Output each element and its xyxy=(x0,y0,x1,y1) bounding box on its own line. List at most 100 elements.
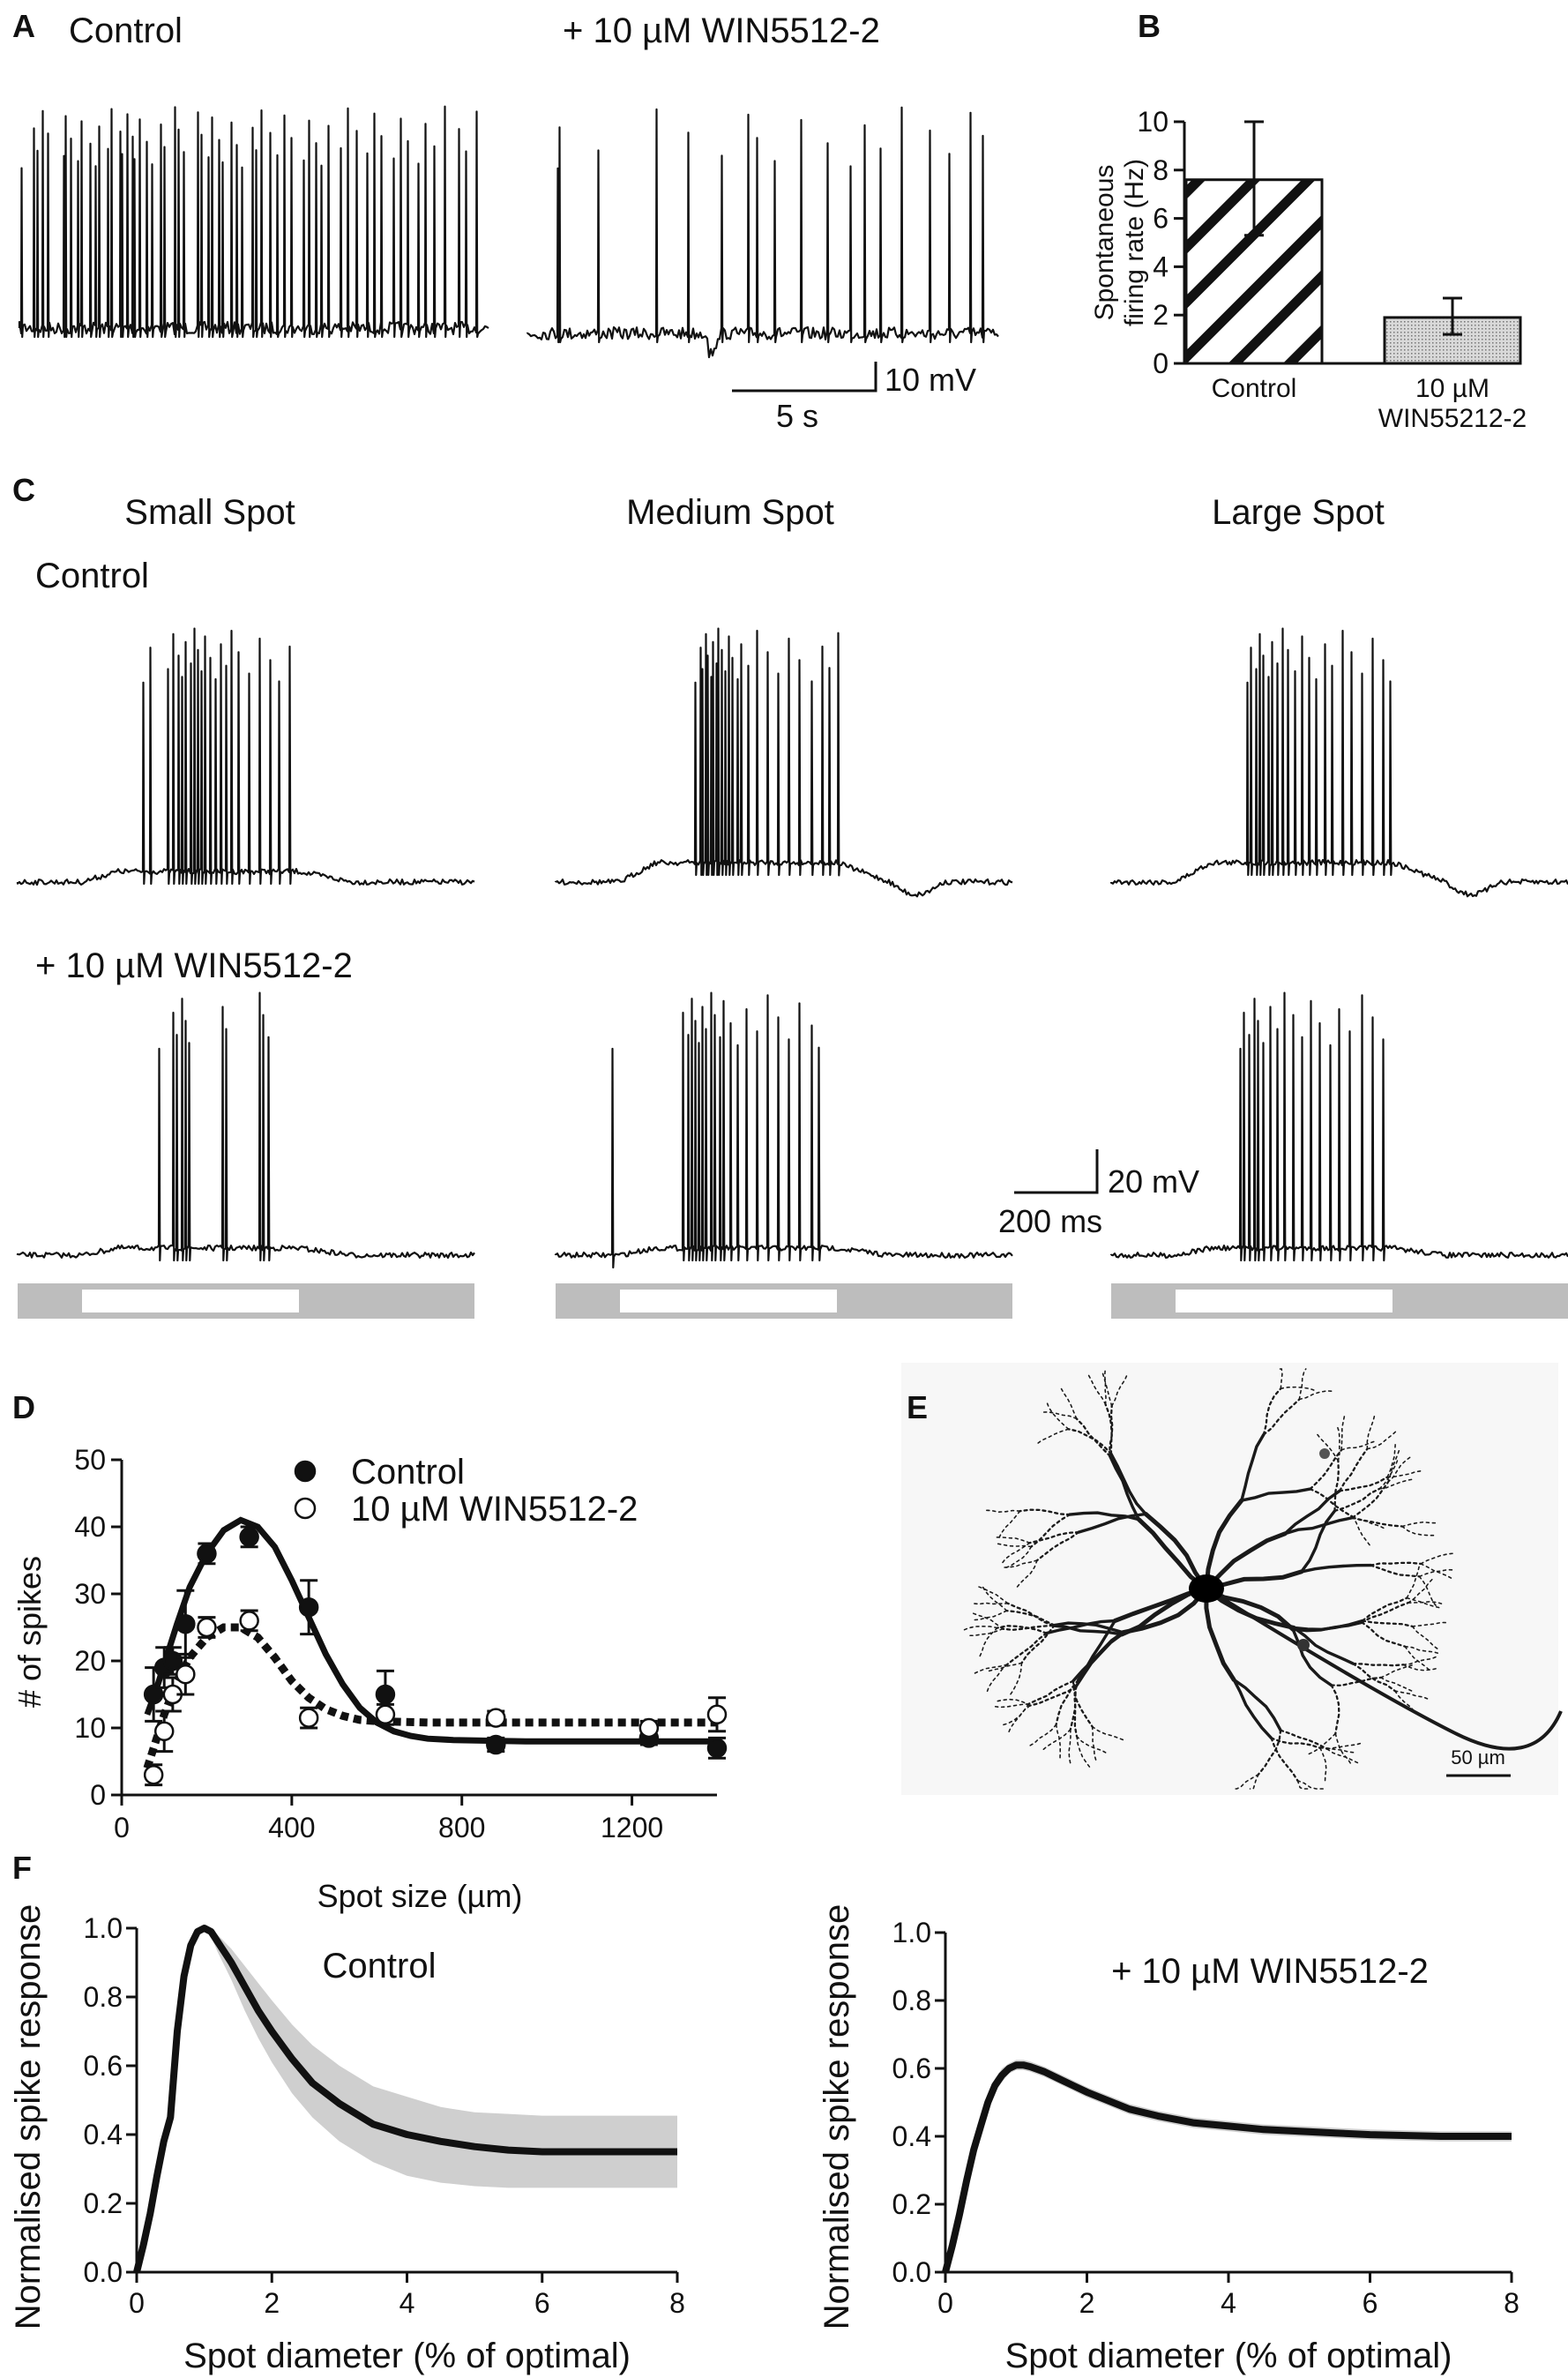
dendrite xyxy=(1386,1441,1397,1478)
legend-marker xyxy=(294,1497,317,1520)
drug-data-point xyxy=(298,1708,319,1728)
control-data-point xyxy=(143,1684,164,1705)
x-tick-label: 4 xyxy=(1221,2287,1236,2319)
dendrite xyxy=(1071,1679,1094,1728)
dendrite xyxy=(1292,1619,1364,1632)
x-tick-label: 8 xyxy=(669,2287,685,2319)
dendrite xyxy=(1008,1662,1023,1697)
dendrite xyxy=(1351,1515,1372,1548)
dendrite xyxy=(1361,1597,1408,1622)
dendrite xyxy=(1136,1517,1209,1591)
labeled-cell xyxy=(1297,1639,1310,1651)
y-tick-label: 1.0 xyxy=(84,1912,123,1944)
control-data-point xyxy=(298,1597,319,1618)
dendrite xyxy=(1204,1586,1236,1682)
chart-title: + 10 µM WIN5512-2 xyxy=(1111,1952,1429,1991)
dendrite xyxy=(1291,1627,1333,1687)
dendrite xyxy=(1380,1664,1415,1679)
y-tick-label: 0 xyxy=(1153,348,1169,379)
dendrite xyxy=(1296,1779,1310,1790)
dendrite xyxy=(996,1625,1048,1634)
dendrite xyxy=(1292,1626,1355,1665)
dendrite xyxy=(1076,1735,1092,1770)
dendrite xyxy=(1351,1481,1389,1519)
stim-window-large xyxy=(1176,1290,1393,1312)
panel-letter-c: C xyxy=(12,472,35,508)
dendrite xyxy=(1351,1516,1404,1528)
panel-a-scale-bar: 5 s 10 mV xyxy=(732,362,976,434)
panel-a-control-label: Control xyxy=(69,11,183,50)
dendrite xyxy=(983,1509,1021,1513)
membrane-trace xyxy=(18,105,489,339)
dendrite xyxy=(1333,1460,1340,1513)
x-tick-label: 4 xyxy=(399,2287,415,2319)
panel-c-scale-voltage: 20 mV xyxy=(1108,1163,1199,1200)
control-data-point xyxy=(486,1734,506,1755)
panel-letter-e: E xyxy=(907,1389,928,1425)
dendrite xyxy=(1418,1575,1438,1609)
x-tick-label: 0 xyxy=(937,2287,953,2319)
dendrite xyxy=(1380,1677,1415,1694)
panel-a-scale-time: 5 s xyxy=(776,398,818,434)
labeled-cell xyxy=(1319,1448,1330,1459)
panel-c: C Small Spot Medium Spot Large Spot Cont… xyxy=(12,472,1568,1319)
dendrite xyxy=(994,1698,1031,1707)
dendrite xyxy=(1319,1747,1327,1784)
dendrite xyxy=(1270,1737,1322,1749)
dendrite xyxy=(1278,1368,1283,1389)
legend-marker xyxy=(294,1460,317,1483)
dendrite xyxy=(1404,1645,1432,1672)
dendrite xyxy=(1352,1662,1396,1693)
dendrite xyxy=(1338,1476,1389,1492)
y-tick-label: 8 xyxy=(1153,154,1169,186)
dendrite xyxy=(1279,1729,1329,1751)
dendrite xyxy=(1262,1387,1282,1436)
x-axis-label: Spot size (µm) xyxy=(317,1878,523,1914)
y-tick-label: 4 xyxy=(1153,251,1169,282)
dendrite xyxy=(1270,1737,1299,1782)
dendrite xyxy=(1257,1729,1282,1776)
dendrite xyxy=(1262,1398,1301,1436)
dendrite xyxy=(971,1664,1008,1675)
dendrite xyxy=(1007,1705,1031,1735)
confidence-band xyxy=(137,1928,677,2272)
dendrite xyxy=(1108,1454,1141,1522)
dendrite xyxy=(1411,1621,1450,1627)
panel-letter-d: D xyxy=(12,1389,35,1425)
dendrite xyxy=(1231,1773,1259,1790)
dendrite xyxy=(1330,1676,1382,1686)
drug-data-point xyxy=(153,1721,175,1742)
membrane-trace xyxy=(554,991,1013,1269)
dendrite xyxy=(1204,1498,1244,1591)
control-data-point xyxy=(175,1613,196,1634)
dendrite xyxy=(1109,1404,1114,1457)
dendrite xyxy=(1407,1601,1445,1605)
dendrite xyxy=(1370,1564,1421,1578)
dendrite xyxy=(1091,1725,1126,1742)
soma xyxy=(1189,1574,1224,1603)
dendrite xyxy=(971,1610,1008,1621)
dendrite xyxy=(975,1585,1009,1604)
dendrite xyxy=(1330,1684,1340,1735)
dendrite xyxy=(1014,1559,1038,1590)
chart-title: Control xyxy=(323,1947,437,1985)
dendrite xyxy=(1309,1448,1343,1491)
y-tick-label: 2 xyxy=(1153,299,1169,331)
dendrite xyxy=(1041,1729,1071,1752)
x-axis-label: Spot diameter (% of optimal) xyxy=(1005,2337,1452,2375)
dendrite xyxy=(960,1626,998,1632)
mean-response-line xyxy=(133,1925,677,2273)
y-tick-label: 1.0 xyxy=(892,1917,931,1948)
y-axis-label: firing rate (Hz) xyxy=(1120,159,1149,326)
dendrite xyxy=(1283,1515,1355,1536)
dendrite xyxy=(1351,1515,1387,1530)
drug-data-point xyxy=(486,1708,506,1728)
membrane-trace xyxy=(1109,627,1568,898)
panel-c-title-large: Large Spot xyxy=(1212,493,1385,532)
dendrite xyxy=(1411,1626,1441,1651)
drug-data-point xyxy=(638,1717,660,1739)
dendrite xyxy=(994,1542,1033,1548)
dendrite xyxy=(1361,1601,1409,1624)
